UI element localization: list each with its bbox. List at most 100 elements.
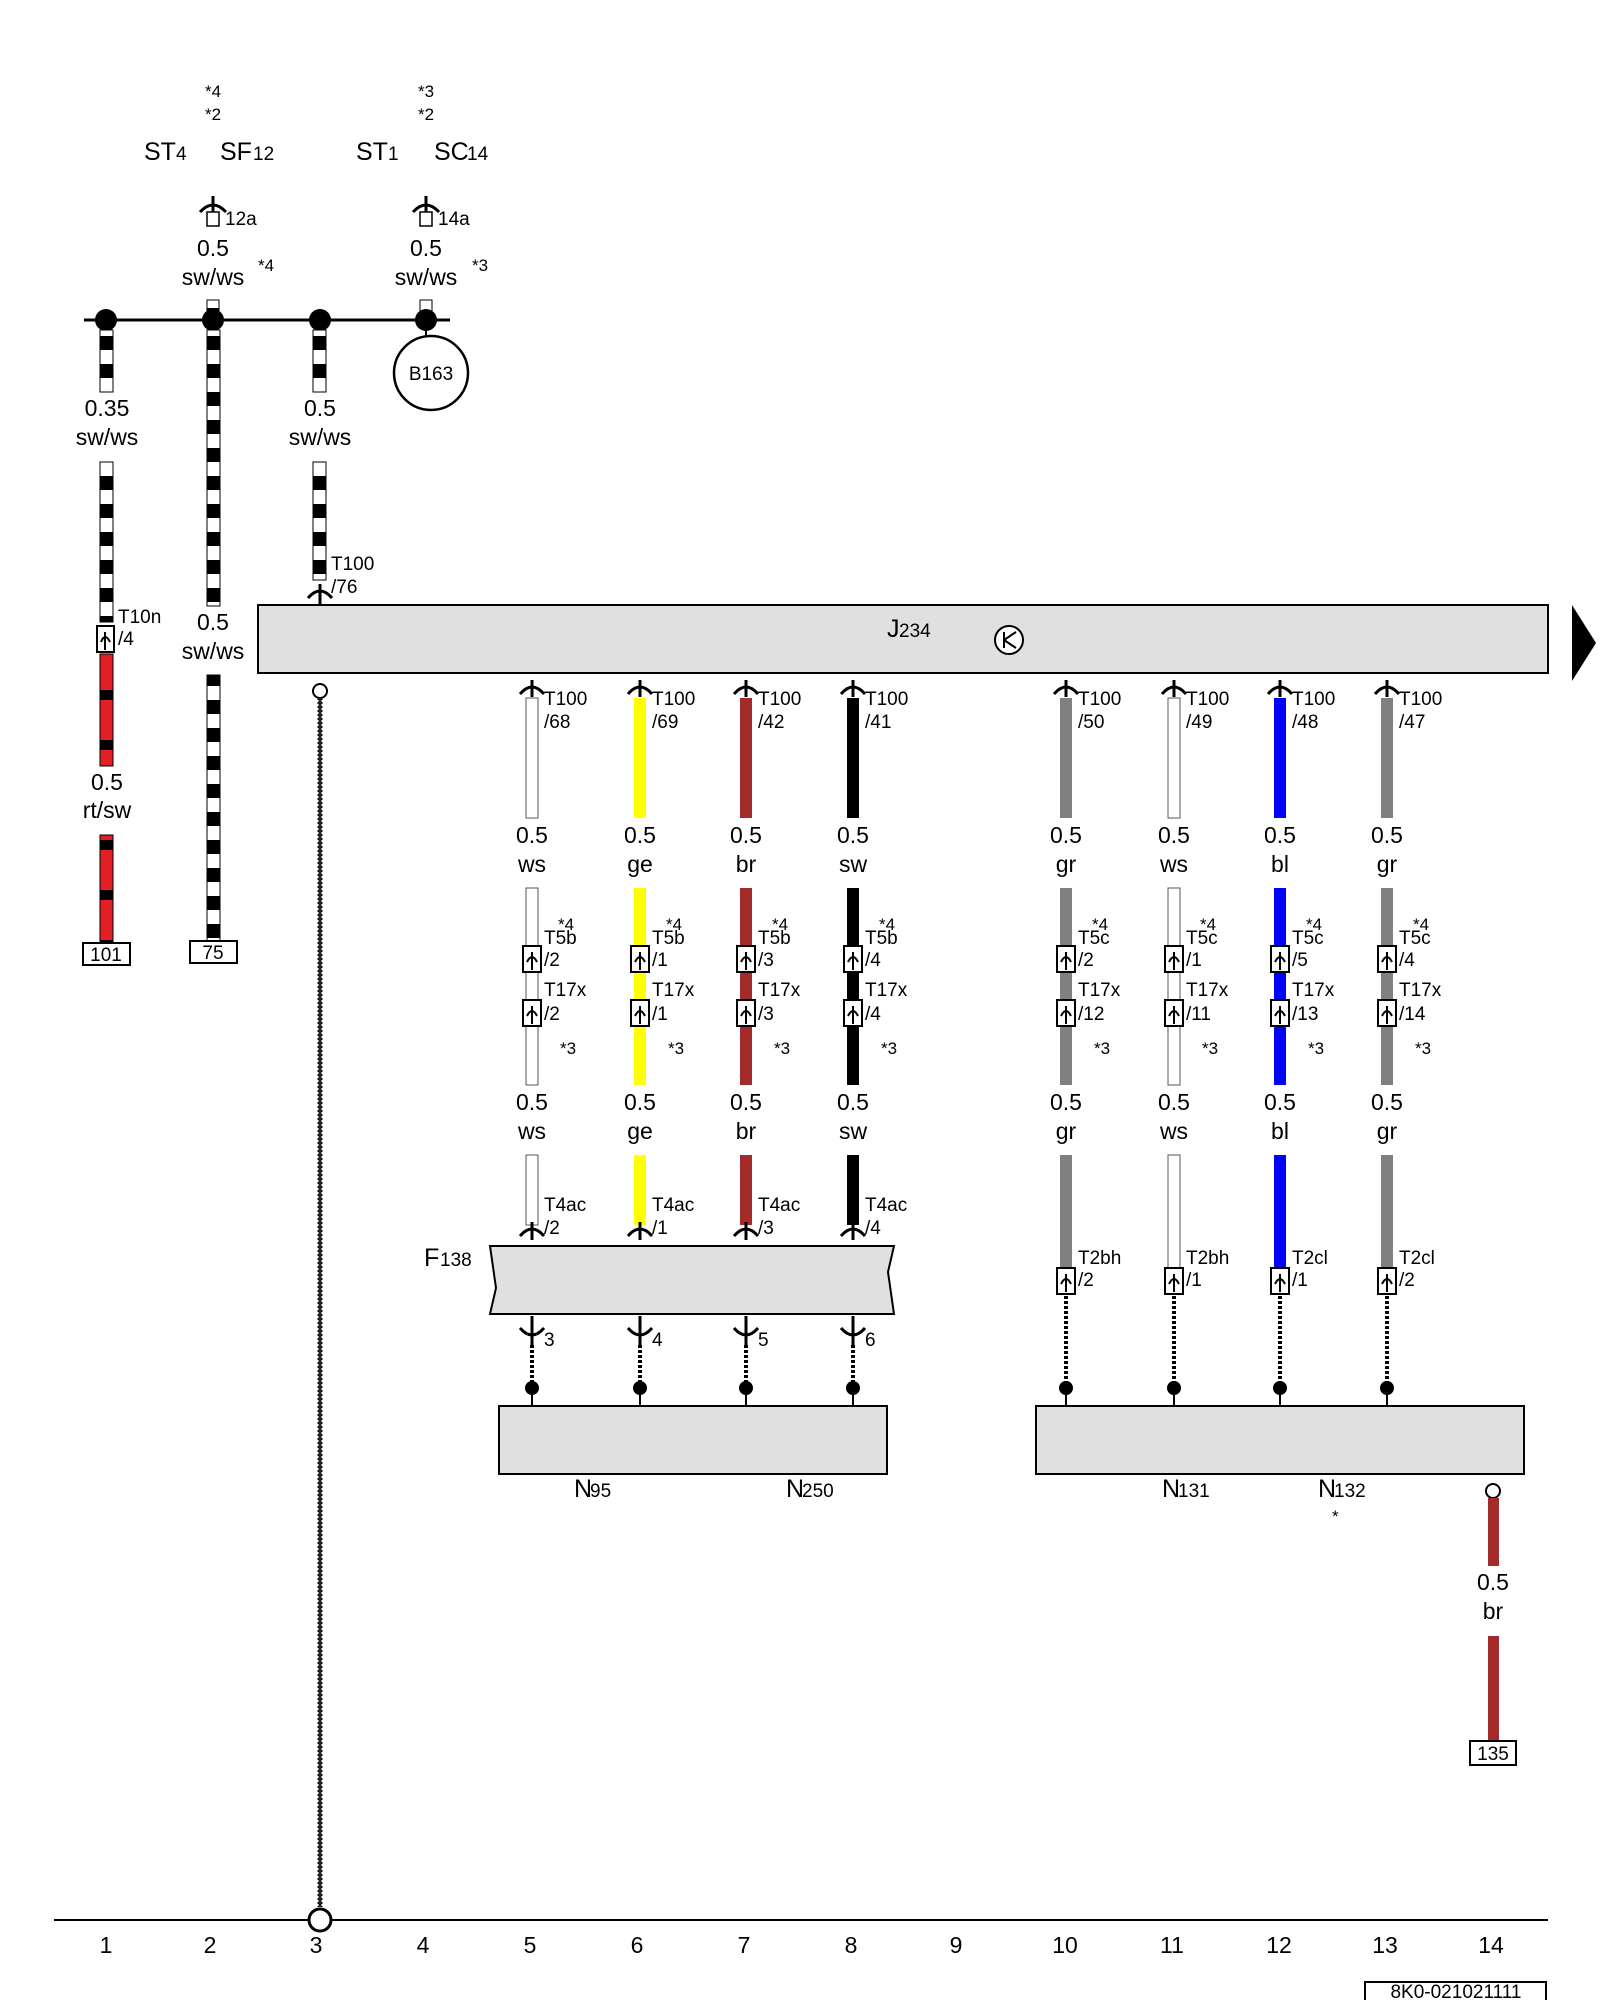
column-number: 6 (631, 1932, 644, 1958)
wire-color-b: ge (627, 1118, 653, 1144)
splice-1 (95, 309, 117, 331)
wire-color-a: sw (839, 851, 868, 877)
wire-col2-top (206, 329, 221, 607)
wire-note-3: *3 (560, 1039, 576, 1058)
wire-size-a: 0.5 (1371, 822, 1403, 848)
wire-size-a: 0.5 (1158, 822, 1190, 848)
wire-t17x-label: T17x (865, 980, 908, 1001)
wire-note-4: *4 (1306, 915, 1322, 934)
ref-101-label: 101 (90, 945, 122, 966)
wire-col3-color: sw/ws (289, 424, 352, 450)
label-st1: ST (356, 138, 388, 166)
wire-note-3: *3 (1094, 1039, 1110, 1058)
wire-t5-pin: /1 (1186, 950, 1202, 971)
wire-t2-label: T2cl (1399, 1248, 1435, 1269)
wire-t5-label: T5b (544, 928, 577, 949)
wire-color-b: gr (1377, 1118, 1398, 1144)
wire-color-b: bl (1271, 1118, 1289, 1144)
wire-color-a: br (736, 851, 757, 877)
column-number: 8 (845, 1932, 858, 1958)
wire-14a-note: *3 (472, 256, 488, 275)
right-wire-top (1488, 1498, 1499, 1566)
note-a1: *4 (205, 82, 221, 101)
wire-segment-1 (1381, 698, 1393, 818)
wire-t100-pin: /50 (1078, 712, 1104, 733)
wire-segment-2 (740, 888, 752, 1085)
wire-t100-label: T100 (1292, 689, 1335, 710)
column-number: 4 (417, 1932, 430, 1958)
wire-size-a: 0.5 (1264, 822, 1296, 848)
wire-t5-pin: /3 (758, 950, 774, 971)
ref-box-75 (189, 940, 238, 964)
column-number: 11 (1160, 1932, 1184, 1958)
wire-segment-3 (1060, 1155, 1072, 1268)
wire-t17x-label: T17x (1186, 980, 1229, 1001)
valve-block-left (498, 1405, 888, 1475)
valve-n95-sub: 95 (590, 1481, 611, 1502)
valve-n132-name: N (1318, 1475, 1336, 1503)
wire-14a-color: sw/ws (395, 264, 458, 290)
wire-segment-1 (634, 698, 646, 818)
wire-t100-pin: /48 (1292, 712, 1318, 733)
wire-note-3: *3 (1202, 1039, 1218, 1058)
wire-t17x-label: T17x (758, 980, 801, 1001)
wire-t17x-label: T17x (544, 980, 587, 1001)
wire-t5-label: T5c (1399, 928, 1431, 949)
wire-size-a: 0.5 (1050, 822, 1082, 848)
wire-color-b: br (736, 1118, 757, 1144)
wire-t17x-pin: /14 (1399, 1004, 1426, 1025)
wire-col1-size: 0.35 (85, 395, 130, 421)
wire-color-a: bl (1271, 851, 1289, 877)
conn-14a-label: 14a (438, 209, 470, 230)
wire-col3-mid (312, 461, 327, 581)
splice-3 (309, 309, 331, 331)
wire-note-4: *4 (772, 915, 788, 934)
wire-t4ac-pin: /2 (544, 1218, 560, 1239)
valve-n95-name: N (574, 1475, 592, 1503)
wire-t4ac-pin: /1 (652, 1218, 668, 1239)
valve-n132-note: * (1332, 1507, 1339, 1526)
wire-t5-pin: /5 (1292, 950, 1308, 971)
column-number: 1 (100, 1932, 113, 1958)
column-number: 3 (310, 1932, 323, 1958)
wire-t17x-pin: /2 (544, 1004, 560, 1025)
wire-t17x-pin: /4 (865, 1004, 881, 1025)
t100-76-pin: /76 (331, 577, 357, 598)
wire-size-b: 0.5 (516, 1089, 548, 1115)
wire-t17x-pin: /12 (1078, 1004, 1104, 1025)
ground-rail-node (307, 1907, 333, 1933)
wire-segment-2 (1060, 888, 1072, 1085)
note-a2: *2 (205, 105, 221, 124)
wire-t4ac-label: T4ac (652, 1195, 694, 1216)
wire-t5-label: T5c (1186, 928, 1218, 949)
wire-t2-pin: /2 (1078, 1270, 1094, 1291)
wire-col1-rtsw-bottom (99, 834, 114, 944)
wire-12a-note: *4 (258, 256, 274, 275)
wire-color-b: ws (517, 1118, 546, 1144)
ref-75-label: 75 (202, 943, 223, 964)
wire-t4ac-label: T4ac (865, 1195, 907, 1216)
f138-name: F (424, 1244, 439, 1272)
wire-note-4: *4 (1092, 915, 1108, 934)
column-number: 10 (1052, 1932, 1078, 1958)
wire-color-b: gr (1056, 1118, 1077, 1144)
wire-t5-label: T5c (1292, 928, 1324, 949)
wire-f138-pin: 6 (865, 1330, 876, 1351)
wire-t100-pin: /69 (652, 712, 678, 733)
wire-t100-pin: /49 (1186, 712, 1212, 733)
ground-node-label: B163 (409, 364, 453, 385)
transistor-icon (994, 625, 1024, 655)
valve-n132-sub: 132 (1334, 1481, 1366, 1502)
wire-segment-1 (847, 698, 859, 818)
wire-size-b: 0.5 (1050, 1089, 1082, 1115)
wire-t17x-pin: /3 (758, 1004, 774, 1025)
wire-t5-pin: /2 (544, 950, 560, 971)
valve-n131-sub: 131 (1178, 1481, 1210, 1502)
